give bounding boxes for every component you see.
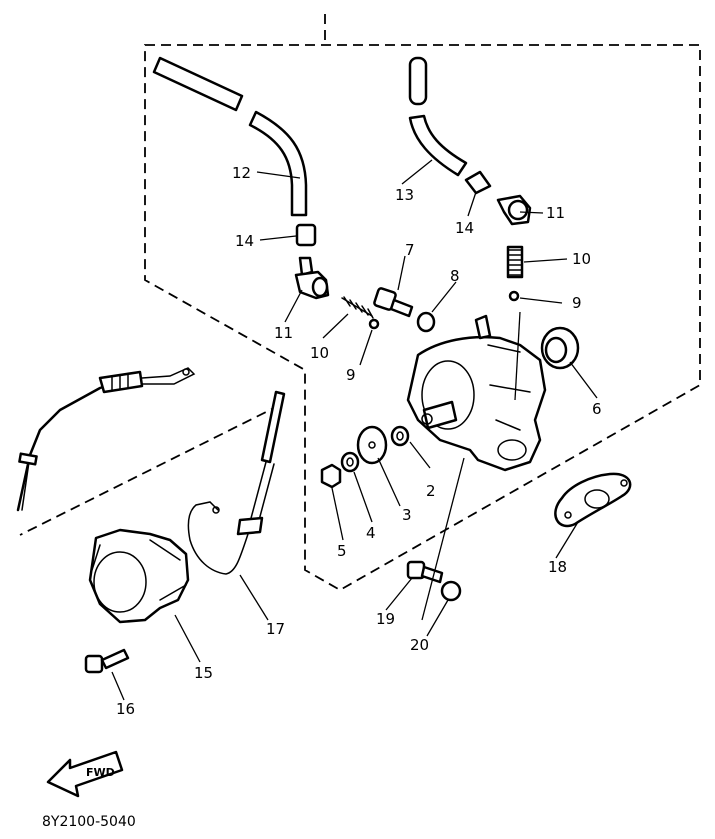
clamp-part-14-left [295, 223, 317, 247]
callout-16: 16 [116, 700, 135, 718]
washer-part-20 [440, 580, 462, 602]
callout-2: 2 [426, 482, 436, 500]
o-ring-part-2 [390, 425, 410, 447]
callout-8: 8 [450, 267, 460, 285]
pump-body [406, 314, 547, 472]
plate-part-3 [356, 425, 388, 465]
callout-4: 4 [366, 524, 376, 542]
hose-part-13 [408, 56, 468, 177]
check-ball-part-9-right [508, 290, 520, 302]
check-ball-part-9-left [368, 318, 380, 330]
callout-5: 5 [337, 542, 347, 560]
fitting-part-11-left [294, 256, 330, 300]
cover-part-15 [88, 528, 190, 624]
cable-part-17 [187, 390, 286, 575]
drawing-code: 8Y2100-5040 [42, 814, 136, 830]
callout-15: 15 [194, 664, 213, 682]
oil-seal-part-6 [540, 326, 580, 370]
callout-3: 3 [402, 506, 412, 524]
fwd-label: FWD [86, 766, 115, 779]
spring-part-10-right [506, 245, 524, 279]
callout-11-right: 11 [546, 204, 565, 222]
callout-labels: 2 3 4 5 6 7 8 9 9 10 10 11 11 12 13 14 1… [116, 164, 602, 718]
hose-part-12 [152, 56, 308, 217]
washer-part-8 [416, 311, 436, 333]
callout-7: 7 [405, 241, 415, 259]
callout-11-left: 11 [274, 324, 293, 342]
forward-direction-arrow: FWD [46, 750, 124, 798]
spring-part-10-left [341, 296, 374, 319]
callout-9-left: 9 [346, 366, 356, 384]
callout-19: 19 [376, 610, 395, 628]
callout-12: 12 [232, 164, 251, 182]
fitting-part-11-right [496, 194, 532, 226]
callout-13: 13 [395, 186, 414, 204]
bolt-part-19 [406, 560, 444, 584]
callout-17: 17 [266, 620, 285, 638]
callout-18: 18 [548, 558, 567, 576]
bolt-part-7 [373, 287, 414, 318]
gasket-part-18 [554, 472, 632, 528]
callout-9-right: 9 [572, 294, 582, 312]
leader-lines [111, 159, 598, 701]
callout-10-right: 10 [572, 250, 591, 268]
callout-14-right: 14 [455, 219, 474, 237]
cable-assembly-upper-left [16, 367, 196, 512]
callout-6: 6 [592, 400, 602, 418]
bolt-part-16 [84, 648, 130, 674]
callout-20: 20 [410, 636, 429, 654]
assembly-group-boundary [19, 14, 701, 592]
callout-14-left: 14 [235, 232, 254, 250]
clamp-part-14-right [464, 170, 492, 195]
nut-part-5 [320, 463, 342, 489]
callout-10-left: 10 [310, 344, 329, 362]
washer-part-4 [340, 451, 360, 473]
